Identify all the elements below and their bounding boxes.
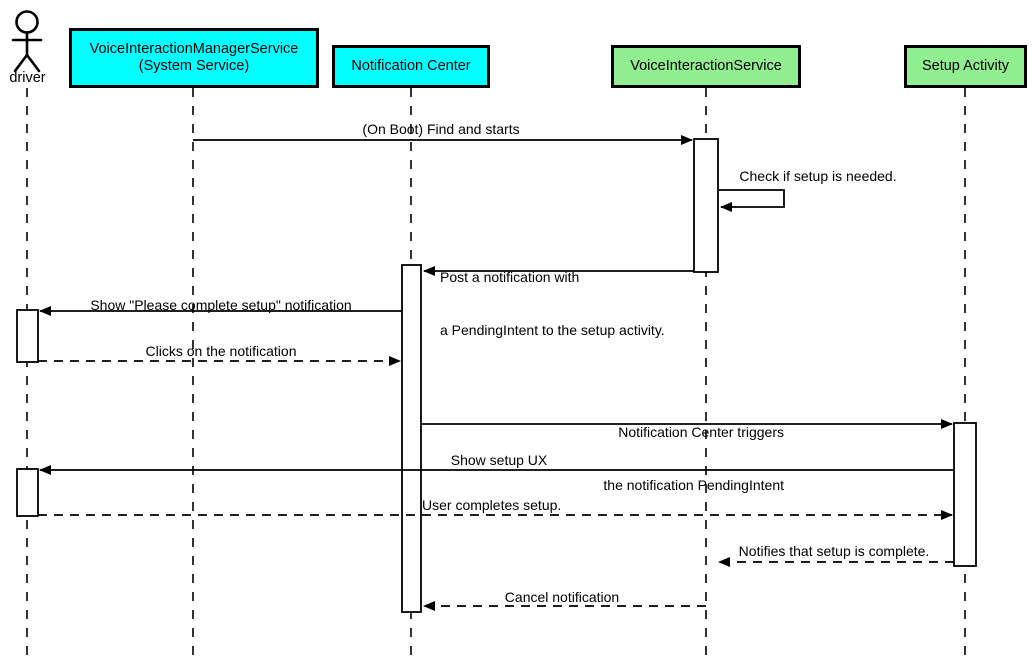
activation-nc-1 bbox=[401, 264, 422, 613]
activation-setup-1 bbox=[953, 422, 977, 567]
participant-label-vims-line1: VoiceInteractionManagerService bbox=[89, 40, 299, 57]
participant-label-notification-center: Notification Center bbox=[351, 57, 471, 74]
message-label-m6-line1: Notification Center triggers bbox=[618, 424, 784, 440]
message-label-m4: Show "Please complete setup" notificatio… bbox=[90, 297, 352, 313]
message-label-m7: Show setup UX bbox=[450, 452, 548, 468]
message-label-m5: Clicks on the notification bbox=[145, 343, 297, 359]
activation-driver-2 bbox=[16, 468, 39, 517]
activation-vis-1 bbox=[693, 138, 719, 273]
participant-box-vims[interactable]: VoiceInteractionManagerService (System S… bbox=[69, 28, 319, 88]
message-label-m3: Post a notification with a PendingIntent… bbox=[440, 234, 665, 374]
participant-label-vis: VoiceInteractionService bbox=[630, 57, 782, 74]
participant-label-setup-activity: Setup Activity bbox=[921, 57, 1010, 74]
message-label-m10: Cancel notification bbox=[504, 589, 620, 605]
participant-box-vis[interactable]: VoiceInteractionService bbox=[611, 45, 801, 88]
message-label-m2: Check if setup is needed. bbox=[739, 168, 897, 184]
participant-label-driver: driver bbox=[9, 70, 46, 86]
activation-driver-1 bbox=[16, 309, 39, 363]
message-label-m3-line1: Post a notification with bbox=[440, 269, 580, 285]
message-label-m9: Notifies that setup is complete. bbox=[738, 543, 930, 559]
message-line-m2 bbox=[719, 189, 785, 212]
message-label-m1: (On Boot) Find and starts bbox=[362, 121, 520, 137]
message-label-m8: User completes setup. bbox=[422, 497, 562, 513]
participant-box-setup-activity[interactable]: Setup Activity bbox=[904, 45, 1027, 88]
participant-label-vims-line2: (System Service) bbox=[138, 58, 250, 74]
message-label-m3-line2: a PendingIntent to the setup activity. bbox=[440, 321, 665, 338]
message-label-m6-line2: the notification PendingIntent bbox=[603, 476, 784, 493]
actor-driver-icon bbox=[11, 10, 43, 73]
message-label-m6: Notification Center triggers the notific… bbox=[594, 389, 784, 529]
participant-box-notification-center[interactable]: Notification Center bbox=[332, 45, 490, 88]
